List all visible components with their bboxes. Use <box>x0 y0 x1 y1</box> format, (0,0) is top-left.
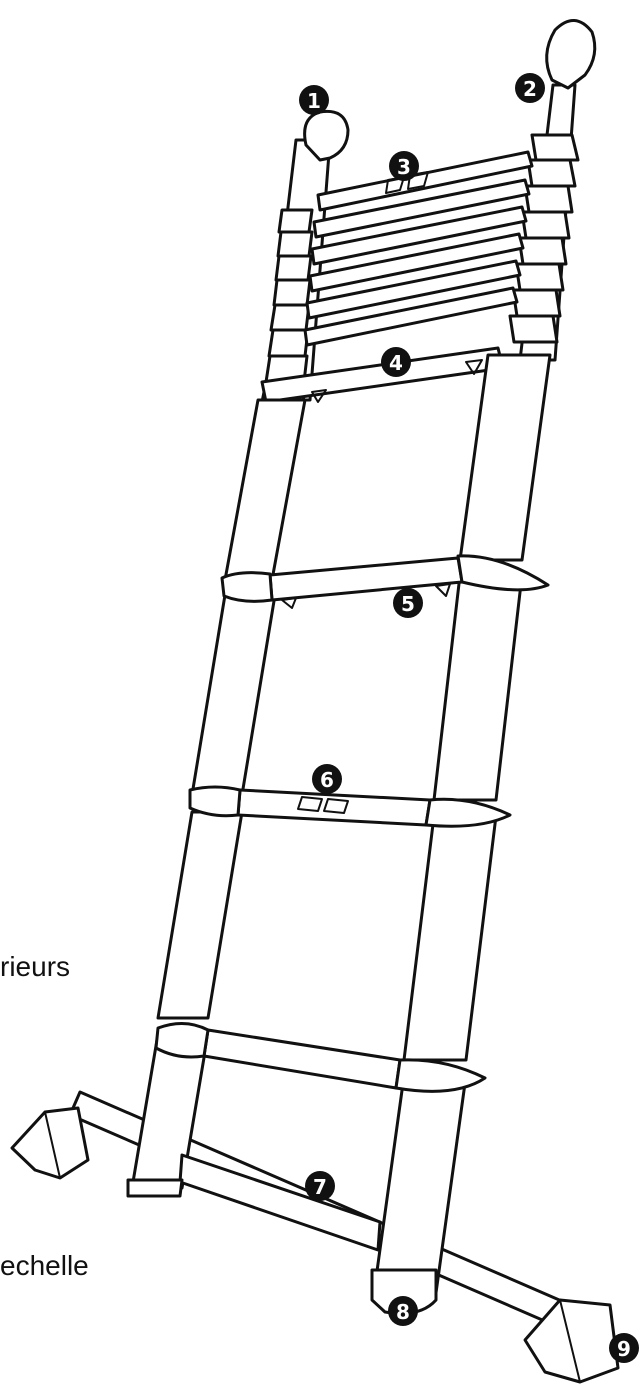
svg-text:7: 7 <box>313 1175 327 1199</box>
callout-7: 7 <box>305 1171 335 1201</box>
callout-6: 6 <box>312 764 342 794</box>
middle-rungs <box>154 554 550 1093</box>
svg-text:1: 1 <box>307 89 321 113</box>
svg-text:4: 4 <box>389 351 403 375</box>
left-top-cap <box>303 109 350 162</box>
upper-rungs <box>303 150 534 347</box>
stabiliser-bar <box>10 1090 620 1384</box>
svg-text:6: 6 <box>320 768 334 792</box>
callout-8: 8 <box>388 1296 418 1326</box>
right-upper-rail-stack <box>508 19 597 362</box>
svg-text:8: 8 <box>396 1300 410 1324</box>
lower-main-rails <box>130 353 552 1302</box>
svg-text:9: 9 <box>617 1337 631 1361</box>
right-top-cap <box>545 19 597 90</box>
callout-1: 1 <box>299 85 329 115</box>
callout-9: 9 <box>609 1333 639 1363</box>
svg-text:3: 3 <box>397 155 411 179</box>
callout-3: 3 <box>389 151 419 181</box>
svg-text:5: 5 <box>401 592 415 616</box>
side-label-bottom: echelle <box>0 1250 89 1281</box>
side-label-top: rieurs <box>0 951 71 982</box>
left-end-cap <box>10 1106 90 1180</box>
callout-2: 2 <box>515 73 545 103</box>
callout-5: 5 <box>393 588 423 618</box>
callout-4: 4 <box>381 347 411 377</box>
svg-text:2: 2 <box>523 77 537 101</box>
